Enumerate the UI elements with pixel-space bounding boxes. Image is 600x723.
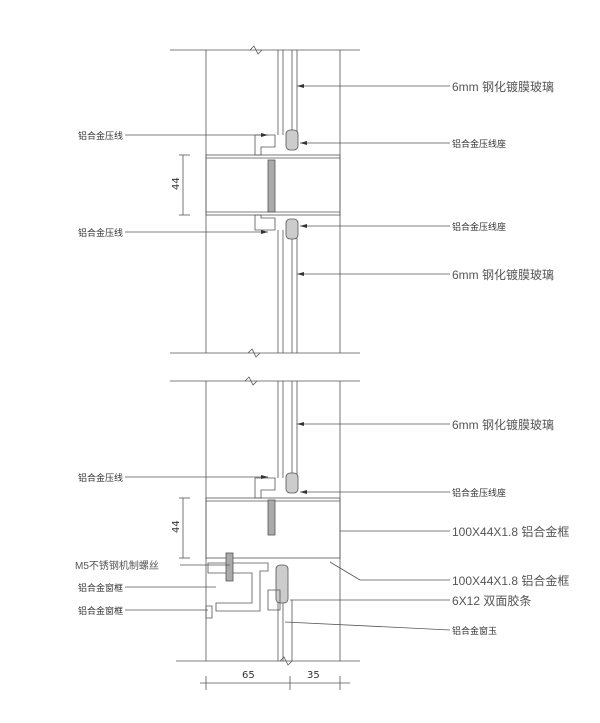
- sash-frame-label-2: 铝合金窗框: [78, 605, 123, 617]
- frame-label-1: 100X44X1.8 铝合金框: [452, 524, 569, 539]
- glass-label-top-1: 6mm 钢化镀膜玻璃: [452, 80, 554, 94]
- sash-jade-label: 铝合金窗玉: [452, 625, 497, 637]
- dimension-65: 65: [242, 670, 255, 681]
- bead-seat-label-1: 铝合金压线座: [452, 138, 506, 150]
- bead-label-2: 铝合金压线: [78, 227, 123, 239]
- dimension-35: 35: [307, 670, 320, 681]
- sash-frame-label-1: 铝合金窗框: [78, 582, 123, 594]
- glass-label-top-2: 6mm 钢化镀膜玻璃: [452, 268, 554, 282]
- bead-label-3: 铝合金压线: [78, 472, 123, 484]
- dimension-44-top: 44: [171, 177, 182, 190]
- bead-seat-label-2: 铝合金压线座: [452, 221, 506, 233]
- glass-label-bottom: 6mm 钢化镀膜玻璃: [452, 418, 554, 432]
- screw-label: M5不锈钢机制螺丝: [75, 559, 159, 572]
- frame-label-2: 100X44X1.8 铝合金框: [452, 573, 569, 588]
- bead-label-1: 铝合金压线: [78, 130, 123, 142]
- tape-label: 6X12 双面胶条: [452, 593, 531, 608]
- dimension-44-bottom: 44: [171, 520, 182, 533]
- bead-seat-label-3: 铝合金压线座: [452, 487, 506, 499]
